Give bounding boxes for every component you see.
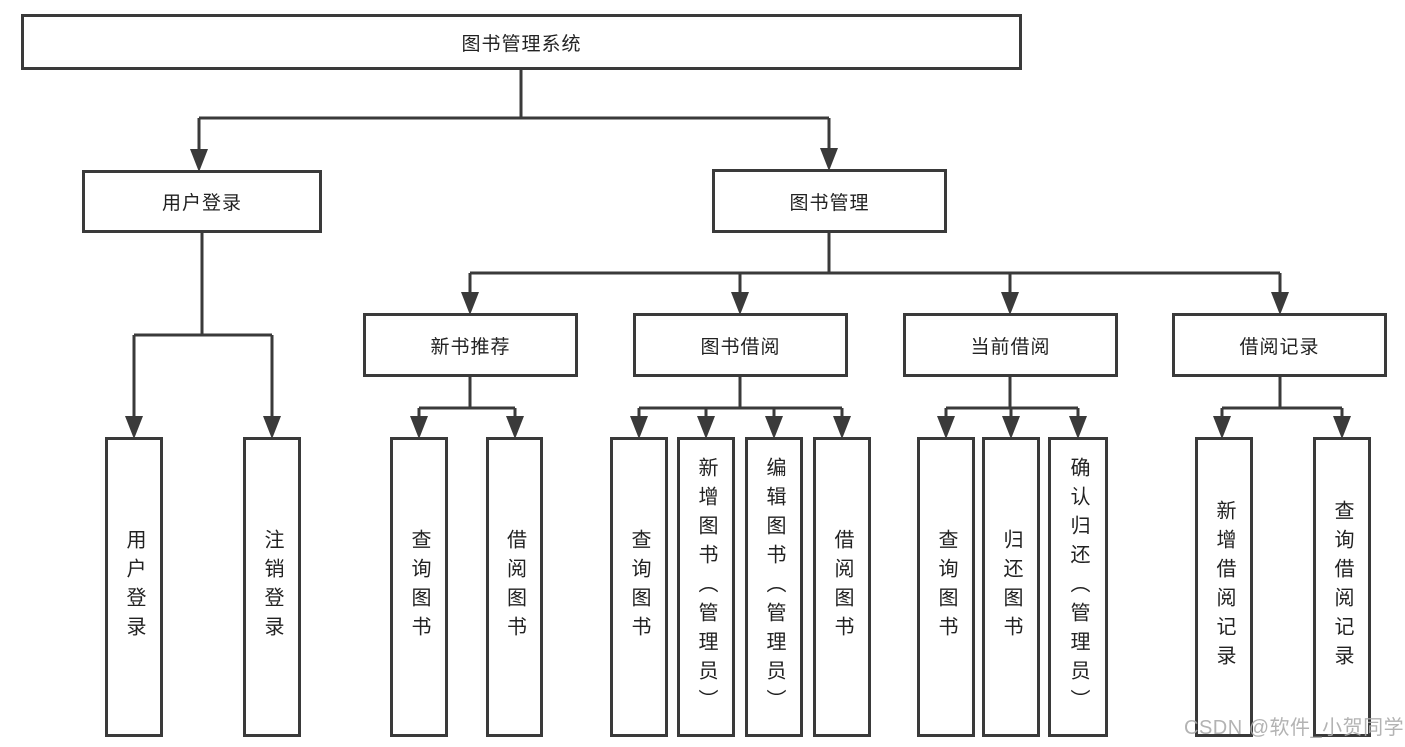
leaf-label: 注销登录: [261, 529, 283, 645]
node-label: 图书借阅: [700, 336, 781, 358]
leaf-confirm-return-admin: 确认归还（管理员）: [1048, 437, 1108, 737]
connector-root: [197, 70, 831, 151]
node-label: 新书推荐: [430, 336, 511, 358]
node-user-login: 用户登录: [82, 170, 322, 233]
leaf-add-books-admin: 新增图书（管理员）: [677, 437, 735, 737]
leaf-label: 查询图书: [628, 529, 650, 645]
node-label: 用户登录: [161, 193, 242, 214]
arrowhead-icons: [125, 148, 1351, 439]
leaf-label: 新增图书（管理员）: [695, 456, 717, 718]
connector-current-borrow: [944, 377, 1080, 418]
leaf-label: 借阅图书: [831, 529, 853, 645]
node-label: 图书管理系统: [461, 33, 582, 55]
leaf-label: 查询图书: [408, 529, 430, 645]
connector-book-borrow: [637, 377, 844, 418]
leaf-return-books: 归还图书: [982, 437, 1040, 737]
node-borrowing-records: 借阅记录: [1172, 313, 1387, 377]
connector-book-mgmt: [468, 233, 1282, 294]
leaf-query-books-nbr: 查询图书: [390, 437, 448, 737]
leaf-edit-books-admin: 编辑图书（管理员）: [745, 437, 803, 737]
leaf-logout: 注销登录: [243, 437, 301, 737]
node-label: 借阅记录: [1239, 336, 1320, 358]
connector-new-book-rec: [417, 377, 517, 418]
connector-user-login: [132, 233, 274, 418]
leaf-label: 借阅图书: [503, 529, 526, 645]
leaf-label: 查询图书: [935, 529, 957, 645]
node-label: 当前借阅: [970, 336, 1051, 358]
leaf-user-login: 用户登录: [105, 437, 163, 737]
node-book-borrowing: 图书借阅: [633, 313, 848, 377]
leaf-query-borrow-record: 查询借阅记录: [1313, 437, 1371, 737]
leaf-query-books-bb: 查询图书: [610, 437, 668, 737]
node-label: 图书管理: [789, 192, 870, 214]
node-current-borrowing: 当前借阅: [903, 313, 1118, 377]
node-book-management: 图书管理: [712, 169, 947, 233]
leaf-label: 归还图书: [1000, 529, 1022, 645]
leaf-label: 编辑图书（管理员）: [763, 456, 785, 718]
leaf-borrow-books-nbr: 借阅图书: [486, 437, 543, 737]
leaf-query-books-cb: 查询图书: [917, 437, 975, 737]
leaf-borrow-books-bb: 借阅图书: [813, 437, 871, 737]
leaf-label: 用户登录: [123, 529, 145, 645]
csdn-watermark: CSDN @软件_小贺同学: [1184, 717, 1405, 739]
node-new-book-recommend: 新书推荐: [363, 313, 578, 377]
leaf-add-borrow-record: 新增借阅记录: [1195, 437, 1253, 737]
leaf-label: 查询借阅记录: [1331, 500, 1353, 674]
leaf-label: 确认归还（管理员）: [1067, 456, 1089, 718]
node-root-system: 图书管理系统: [21, 14, 1022, 70]
leaf-label: 新增借阅记录: [1213, 500, 1235, 674]
connector-borrow-records: [1220, 377, 1344, 418]
